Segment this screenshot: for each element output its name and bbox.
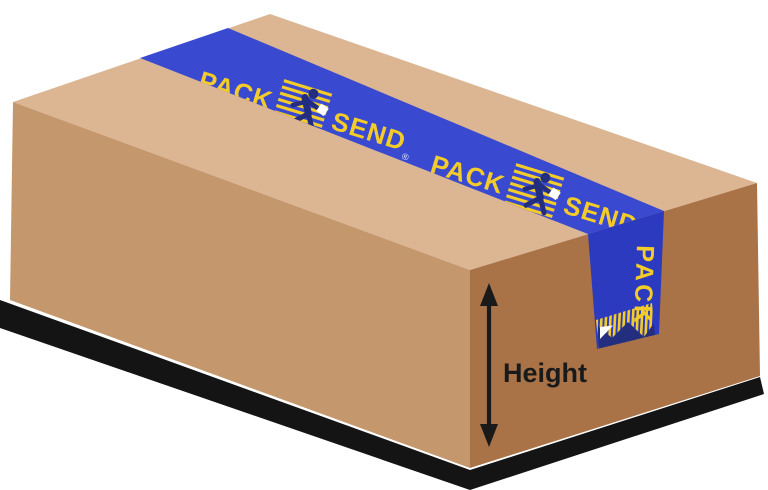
box-front-face [10,102,470,468]
registered-trademark: ® [401,151,411,163]
arrowhead-up [480,283,498,306]
height-label: Height [503,358,587,388]
packing-tape-side [588,211,664,349]
height-arrow [480,283,498,447]
parcel-icon [600,325,613,339]
arrowhead-down [480,424,498,447]
box-shadow [0,300,764,490]
